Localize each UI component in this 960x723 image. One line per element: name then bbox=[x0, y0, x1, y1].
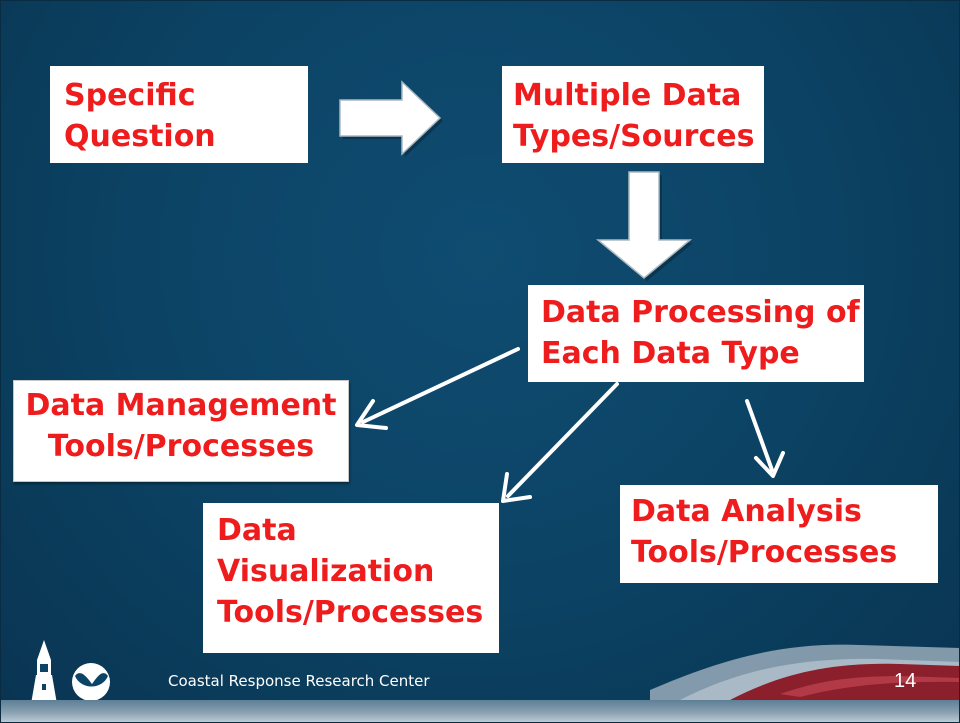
footer-bar bbox=[0, 700, 960, 723]
box-data-management: Data Management Tools/Processes bbox=[13, 380, 349, 482]
box-specific-question: Specific Question bbox=[50, 66, 308, 163]
block-arrow-right bbox=[339, 80, 443, 157]
box-line: Tools/Processes bbox=[631, 535, 898, 570]
box-data-visualization: Data Visualization Tools/Processes bbox=[203, 503, 499, 653]
box-line: Specific bbox=[64, 78, 196, 113]
box-multiple-data-sources: Multiple Data Types/Sources bbox=[502, 66, 764, 163]
box-line: Data Analysis bbox=[631, 494, 862, 529]
arrow-to-visualization bbox=[501, 382, 619, 503]
box-line: Tools/Processes bbox=[217, 595, 484, 630]
box-line: Data Management bbox=[25, 388, 337, 423]
box-line: Question bbox=[64, 119, 216, 154]
arrow-to-analysis bbox=[745, 399, 785, 478]
box-line: Tools/Processes bbox=[47, 429, 315, 464]
footer-org-name: Coastal Response Research Center bbox=[168, 672, 430, 690]
arrow-to-management bbox=[355, 347, 520, 430]
footer-swoosh bbox=[650, 644, 960, 700]
tower-logo-icon bbox=[31, 640, 57, 704]
page-number: 14 bbox=[894, 670, 917, 692]
box-data-analysis: Data Analysis Tools/Processes bbox=[620, 485, 938, 583]
box-line: Data bbox=[217, 513, 297, 548]
box-line: Types/Sources bbox=[513, 119, 755, 154]
box-data-processing: Data Processing of Each Data Type bbox=[528, 285, 864, 382]
block-arrow-down bbox=[595, 171, 693, 281]
box-line: Data Processing of bbox=[541, 295, 860, 330]
box-line: Multiple Data bbox=[513, 78, 742, 113]
box-line: Each Data Type bbox=[541, 336, 800, 371]
noaa-bird-icon bbox=[72, 663, 110, 701]
box-line: Visualization bbox=[217, 554, 435, 589]
